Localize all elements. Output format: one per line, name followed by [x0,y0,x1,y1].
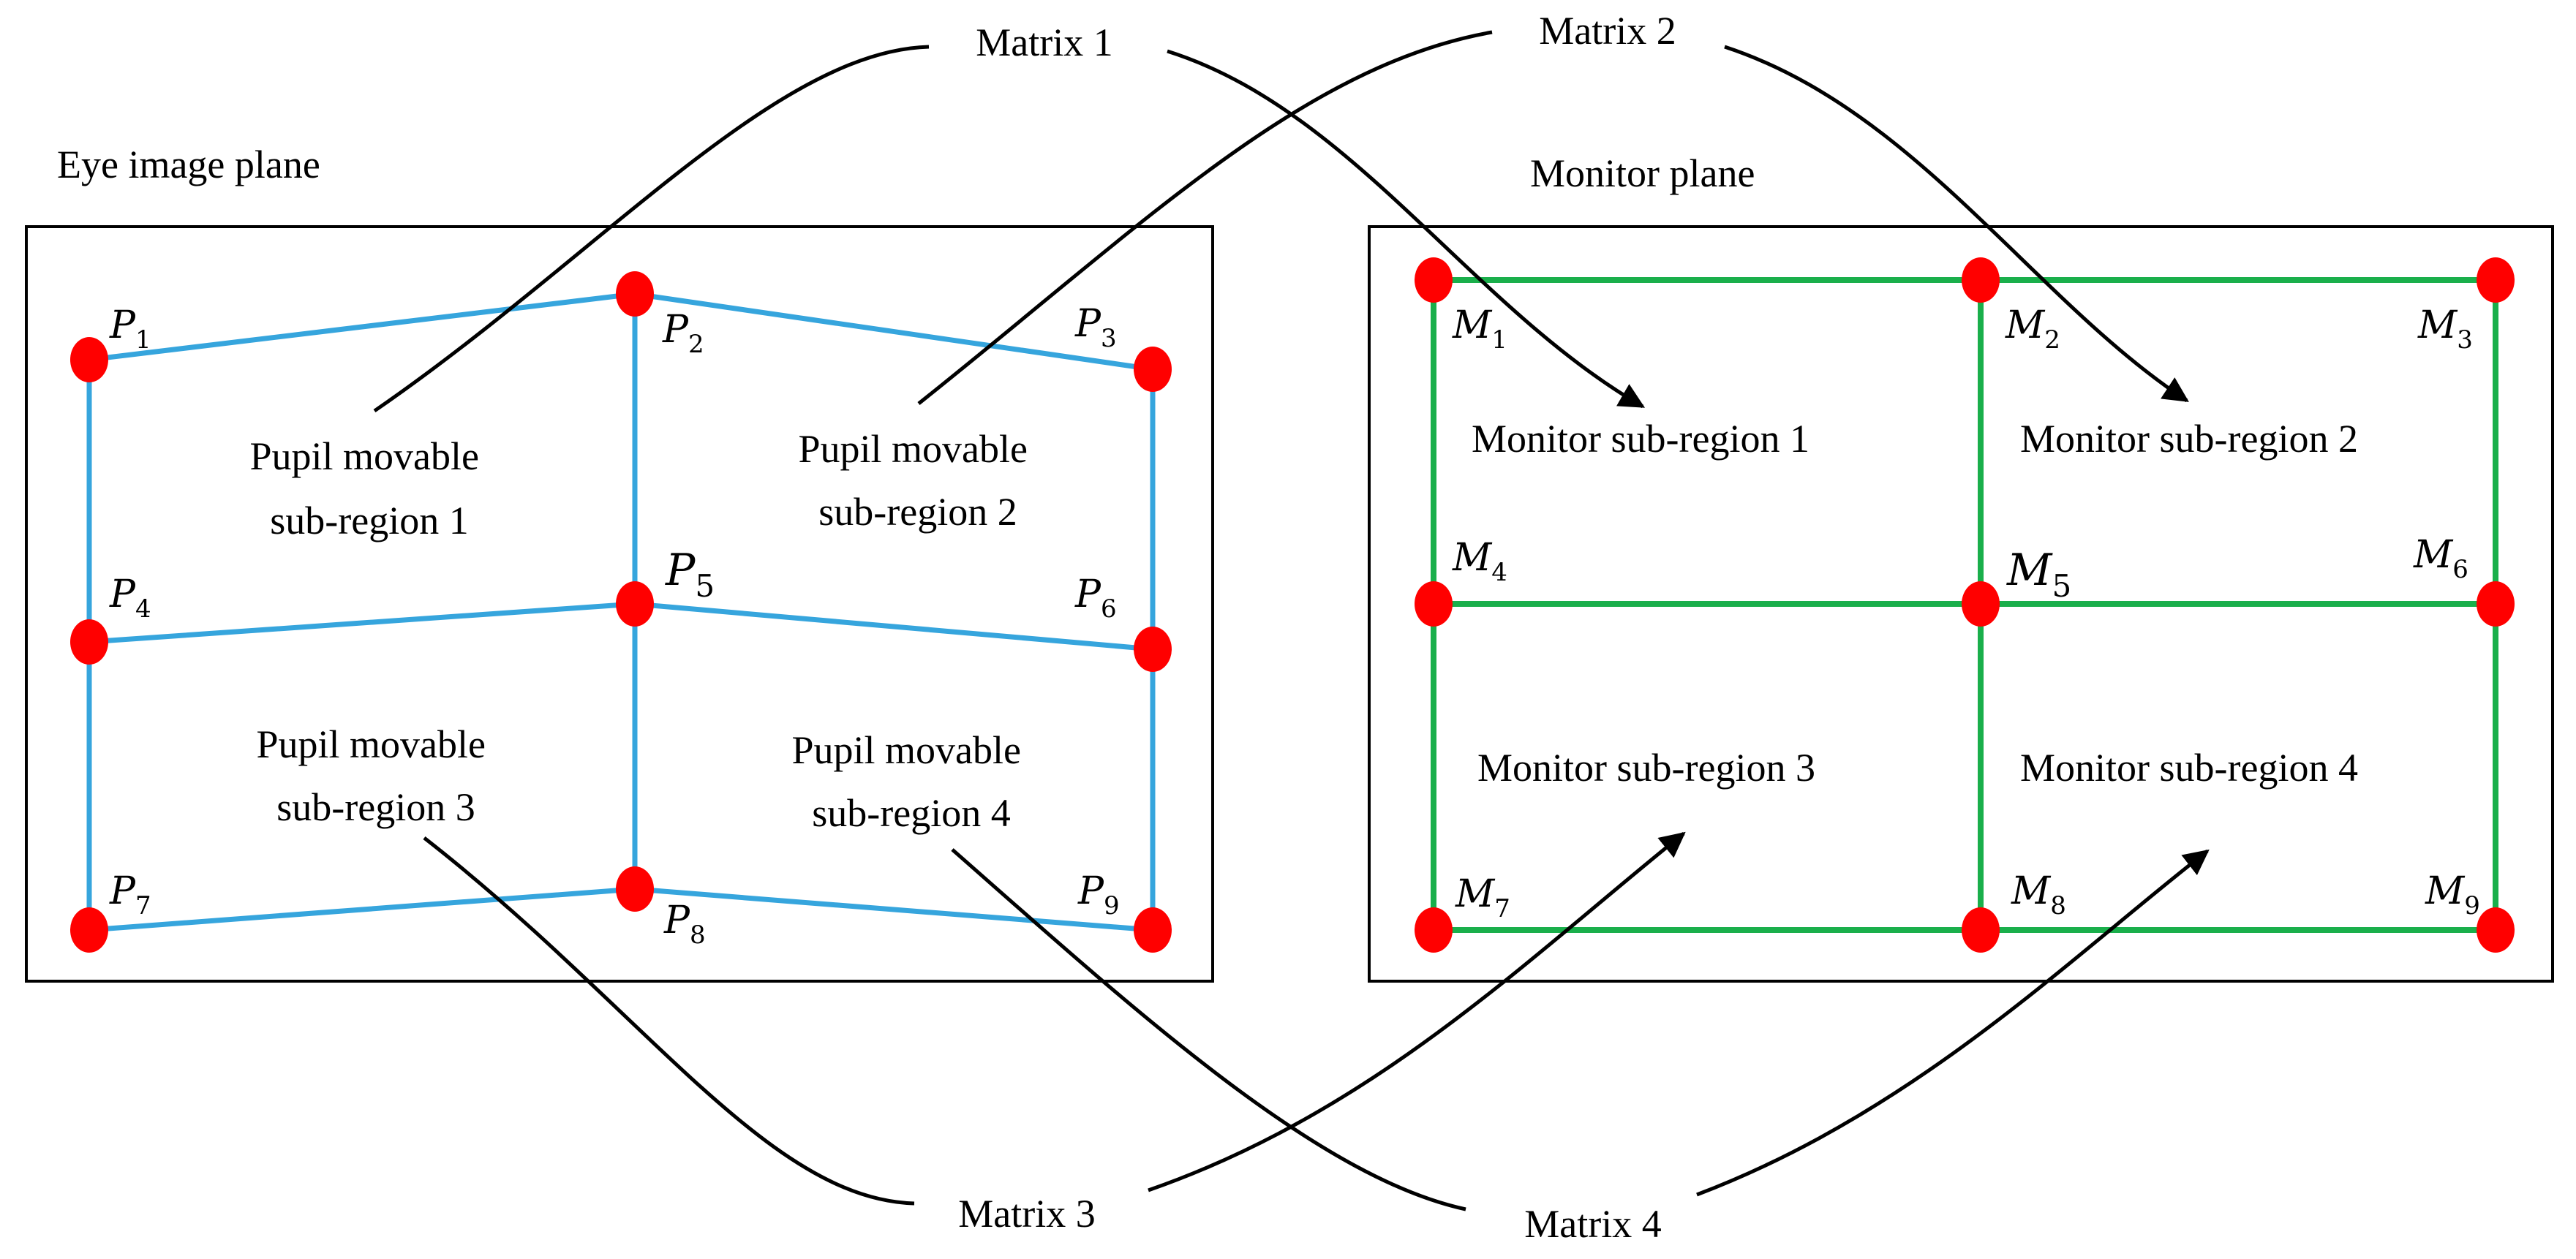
point-p3 [1134,347,1172,392]
eye-region-1-label: Pupil movable sub-region 1 [250,434,489,542]
point-m7 [1415,907,1453,953]
matrix-2-label: Matrix 2 [1539,9,1676,53]
point-p5 [616,581,654,627]
label-m8: M8 [2011,869,2066,920]
eye-region-labels: Pupil movable sub-region 1 Pupil movable… [250,427,1038,835]
point-p2 [616,271,654,317]
point-m9 [2477,907,2515,953]
label-p2: P2 [662,308,704,359]
label-p6: P6 [1074,572,1117,624]
label-m7: M7 [1455,872,1510,923]
point-m4 [1415,581,1453,627]
matrix-2-arrow-to-monitor [1724,45,2189,403]
monitor-region-4-label: Monitor sub-region 4 [2020,746,2358,790]
mapping-arcs [373,30,2210,1211]
monitor-region-labels: Monitor sub-region 1 Monitor sub-region … [1472,417,2358,790]
label-p8: P8 [663,899,706,950]
monitor-region-1-label: Monitor sub-region 1 [1472,417,1809,461]
monitor-plane-panel [1368,225,2554,983]
label-m1: M1 [1452,303,1507,355]
label-p5: P5 [665,545,715,604]
eye-point-labels: P1 P2 P3 P4 P5 P6 P7 P8 P9 [109,302,1120,950]
matrix-1-arrow-to-monitor [1167,49,1646,409]
label-m5: M5 [2006,545,2071,604]
label-m9: M9 [2425,869,2480,920]
monitor-region-2-label: Monitor sub-region 2 [2020,417,2358,461]
point-m5 [1962,581,2000,627]
point-p4 [70,619,108,665]
monitor-plane-title: Monitor plane [1530,151,1755,195]
point-m8 [1962,907,2000,953]
label-p4: P4 [109,572,151,624]
matrix-4-label: Matrix 4 [1524,1202,1661,1246]
matrix-1-label: Matrix 1 [976,20,1112,64]
point-p8 [616,866,654,912]
matrix-4-arrow-to-monitor [1696,849,2210,1197]
label-m2: M2 [2005,303,2060,355]
label-p9: P9 [1077,869,1120,920]
eye-region-2-label: Pupil movable sub-region 2 [799,427,1038,534]
label-p1: P1 [109,303,151,355]
point-p1 [70,337,108,382]
label-p3: P3 [1074,302,1117,353]
monitor-region-3-label: Monitor sub-region 3 [1477,746,1815,790]
matrix-1-arc-from-eye [373,45,930,413]
monitor-point-labels: M1 M2 M3 M4 M5 M6 M7 M8 M9 [1452,303,2480,923]
point-p9 [1134,907,1172,953]
eye-region-4-label: Pupil movable sub-region 4 [792,728,1031,835]
label-p7: P7 [109,869,151,920]
label-m4: M4 [1452,536,1507,587]
point-p7 [70,907,108,953]
label-m3: M3 [2417,303,2473,355]
label-m6: M6 [2413,533,2468,584]
matrix-labels: Matrix 1 Matrix 2 Matrix 3 Matrix 4 [958,9,1676,1246]
eye-image-plane-panel [25,225,1214,983]
point-m6 [2477,581,2515,627]
point-p6 [1134,627,1172,672]
point-m1 [1415,257,1453,303]
matrix-3-label: Matrix 3 [958,1192,1095,1236]
eye-plane-title: Eye image plane [57,143,320,186]
monitor-points [1415,257,2515,953]
eye-region-3-label: Pupil movable sub-region 3 [257,722,496,829]
matrix-3-arrow-to-monitor [1148,831,1686,1192]
matrix-2-arc-from-eye [917,30,1493,405]
eye-points [70,271,1172,953]
matrix-4-arc-from-eye [951,848,1466,1211]
point-m3 [2477,257,2515,303]
point-m2 [1962,257,2000,303]
matrix-3-arc-from-eye [423,836,915,1206]
